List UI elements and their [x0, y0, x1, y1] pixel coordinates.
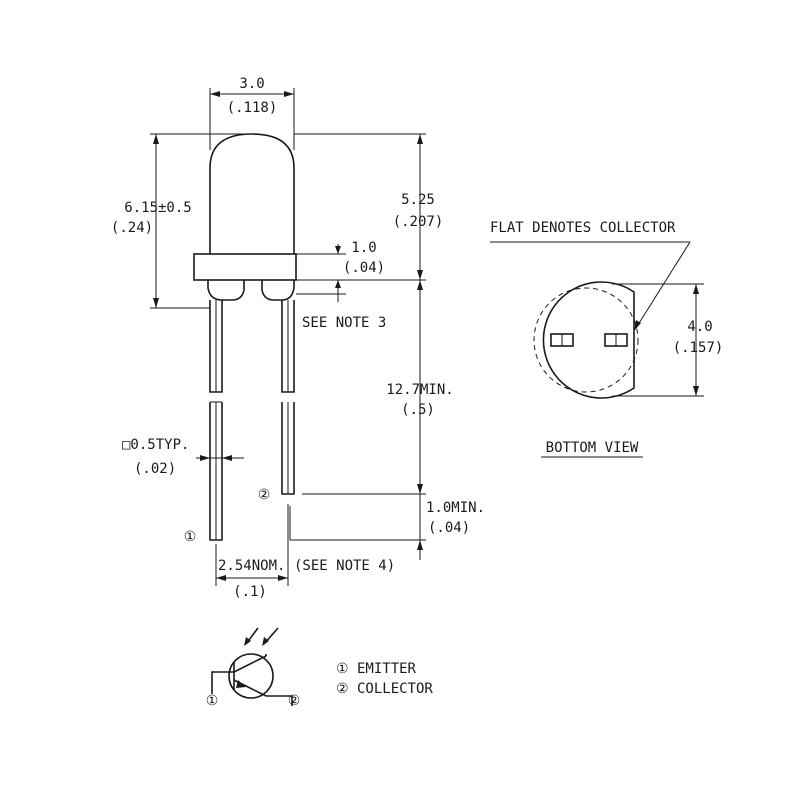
flange-height-mm: 1.0 [351, 240, 376, 256]
overall-height-in: (.24) [111, 220, 153, 236]
symbol-pin2: ② [288, 693, 301, 709]
lead-pitch-in: (.1) [233, 584, 267, 600]
diameter-mm: 4.0 [687, 319, 712, 335]
legend-collector: ② COLLECTOR [336, 681, 433, 697]
lens-width-in: (.118) [227, 100, 278, 116]
dim-lead-offset: 1.0MIN. (.04) [289, 494, 485, 560]
lead-square-in: (.02) [134, 461, 176, 477]
lead-1-section [550, 333, 574, 347]
pin1-marker: ① [184, 529, 197, 545]
lead-pitch-mm: 2.54NOM. [218, 558, 285, 574]
flat-label: FLAT DENOTES COLLECTOR [490, 220, 676, 236]
lead-length-mm: 12.7MIN. [386, 382, 453, 398]
symbol-pin1: ① [206, 693, 219, 709]
dim-lead-square: □0.5TYP. (.02) [122, 437, 244, 477]
dim-overall-height: 6.15±0.5 (.24) [111, 133, 252, 309]
lead-offset-in: (.04) [428, 520, 470, 536]
flange-height-in: (.04) [343, 260, 385, 276]
lens-outline-dashed [533, 287, 639, 393]
diameter-in: (.157) [673, 340, 724, 356]
lead-2 [281, 300, 295, 495]
flange [193, 253, 297, 281]
lens-width-mm: 3.0 [239, 76, 264, 92]
legend-emitter: ① EMITTER [336, 661, 417, 677]
dim-flange-height: 1.0 (.04) SEE NOTE 3 [296, 240, 386, 331]
bottom-outline [542, 281, 635, 399]
lens-height-mm: 5.25 [401, 192, 435, 208]
dim-lens-height: 5.25 (.207) [294, 133, 444, 281]
pin2-marker: ② [258, 487, 271, 503]
lead-2-section [604, 333, 628, 347]
lead-1 [209, 300, 223, 541]
lead-length-in: (.5) [401, 402, 435, 418]
dim-lead-length: 12.7MIN. (.5) [302, 280, 454, 495]
see-note-3: SEE NOTE 3 [302, 315, 386, 331]
bottom-view: FLAT DENOTES COLLECTOR 4.0 (.157) BOTTOM… [490, 220, 724, 458]
lead-pitch-note: (SEE NOTE 4) [294, 558, 395, 574]
lens-dome [209, 133, 295, 254]
base-step [207, 280, 295, 301]
dim-lead-pitch: 2.54NOM. (SEE NOTE 4) (.1) [215, 504, 395, 600]
bottom-view-title: BOTTOM VIEW [546, 440, 639, 456]
lead-offset-mm: 1.0MIN. [426, 500, 485, 516]
side-view [193, 133, 297, 541]
dim-lens-width: 3.0 (.118) [209, 76, 295, 150]
phototransistor-symbol: ① ② [206, 627, 301, 709]
overall-height-mm: 6.15±0.5 [124, 200, 191, 216]
lens-height-in: (.207) [393, 214, 444, 230]
lead-square-mm: □0.5TYP. [122, 437, 189, 453]
